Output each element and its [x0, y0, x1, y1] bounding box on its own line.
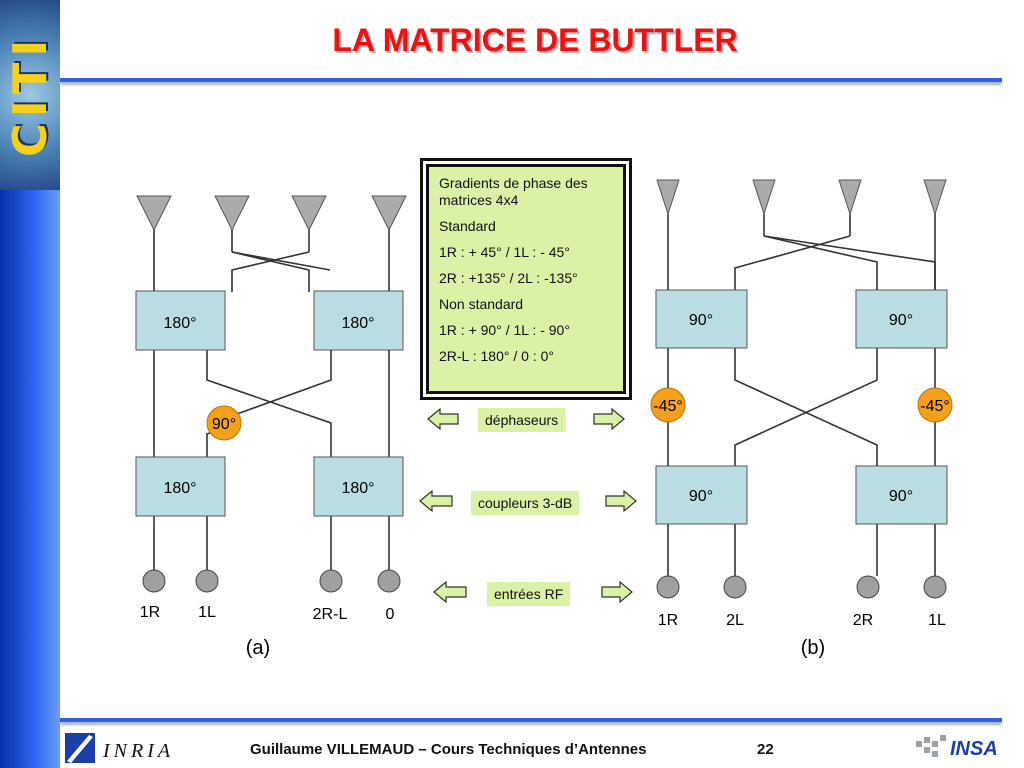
antenna-a-2	[214, 195, 250, 232]
antenna-a-1	[136, 195, 172, 232]
phase-shifter-b-2	[917, 387, 953, 423]
info-line: 2R : +135° / 2L : -135°	[439, 270, 578, 286]
top-rule	[60, 78, 1002, 82]
coupler-b-2	[855, 289, 948, 349]
phase-shifter-a	[206, 405, 242, 441]
coupler-a-1-label: 180°	[163, 315, 196, 332]
arrow-left-coupleurs	[419, 489, 453, 513]
insa-logo-text: INSA	[950, 738, 998, 760]
info-line: 2R-L : 180° / 0 : 0°	[439, 348, 554, 364]
phase-shifter-b-2-label: -45°	[920, 398, 950, 415]
info-line: 1R : + 90° / 1L : - 90°	[439, 322, 570, 338]
legend-entrees: entrées RF	[487, 582, 571, 606]
coupler-a-2-label: 180°	[341, 315, 374, 332]
port-a-4	[377, 569, 401, 593]
arrow-left-dephaseurs	[427, 407, 459, 431]
caption-a: (a)	[246, 637, 270, 659]
legend-dephaseurs: déphaseurs	[478, 408, 566, 432]
arrow-right-dephaseurs	[593, 407, 625, 431]
diagram-a-wires	[153, 228, 390, 570]
port-a-3	[319, 569, 343, 593]
port-a-4-label: 0	[386, 606, 395, 623]
page-number: 22	[757, 741, 774, 758]
port-a-3-label: 2R-L	[313, 606, 348, 623]
citi-logo: CITI	[0, 0, 60, 190]
port-a-2	[195, 569, 219, 593]
antenna-b-4	[923, 179, 947, 216]
port-b-3-label: 2R	[853, 612, 873, 629]
arrow-left-entrees	[433, 580, 467, 604]
coupler-a-2	[313, 290, 404, 351]
diagram-b-wires	[667, 213, 936, 576]
coupler-a-3-label: 180°	[163, 480, 196, 497]
coupler-b-3	[655, 465, 748, 525]
antenna-a-3	[291, 195, 327, 232]
inria-logo: INRIA	[65, 733, 174, 763]
port-b-1-label: 1R	[658, 612, 678, 629]
footer-author: Guillaume VILLEMAUD – Cours Techniques d…	[250, 741, 647, 758]
port-b-2-label: 2L	[726, 612, 744, 629]
inria-logo-text: INRIA	[102, 740, 174, 762]
antenna-b-1	[656, 179, 680, 216]
phase-gradient-box: Gradients de phase des matrices 4x4 Stan…	[420, 158, 632, 400]
info-line: Gradients de phase des matrices 4x4	[439, 175, 588, 208]
port-b-4-label: 1L	[928, 612, 946, 629]
coupler-a-1	[135, 290, 226, 351]
port-b-1	[656, 575, 680, 599]
coupler-a-4	[313, 456, 404, 517]
legend-coupleurs: coupleurs 3-dB	[471, 491, 580, 515]
port-b-2	[723, 575, 747, 599]
arrow-right-entrees	[601, 580, 633, 604]
insa-logo: INSA	[916, 735, 998, 760]
port-b-4	[923, 575, 947, 599]
info-line: Non standard	[439, 296, 524, 312]
phase-shifter-b-1-label: -45°	[653, 398, 683, 415]
port-a-1	[142, 569, 166, 593]
info-line: Standard	[439, 218, 496, 234]
arrow-right-coupleurs	[605, 489, 637, 513]
coupler-b-1-label: 90°	[689, 312, 713, 329]
info-line: 1R : + 45° / 1L : - 45°	[439, 244, 570, 260]
antenna-b-3	[838, 179, 862, 216]
phase-shifter-b-1	[650, 387, 686, 423]
antenna-b-2	[752, 179, 776, 216]
port-b-3	[856, 575, 880, 599]
caption-b: (b)	[801, 637, 825, 659]
phase-shifter-a-label: 90°	[212, 416, 236, 433]
slide-title: LA MATRICE DE BUTTLER	[332, 22, 738, 58]
coupler-a-4-label: 180°	[341, 480, 374, 497]
coupler-b-3-label: 90°	[689, 488, 713, 505]
coupler-b-4	[855, 465, 948, 525]
coupler-a-3	[135, 456, 226, 517]
bottom-rule	[60, 718, 1002, 722]
port-a-1-label: 1R	[140, 604, 160, 621]
coupler-b-2-label: 90°	[889, 312, 913, 329]
port-a-2-label: 1L	[198, 604, 216, 621]
antenna-a-4	[371, 195, 407, 232]
coupler-b-4-label: 90°	[889, 488, 913, 505]
coupler-b-1	[655, 289, 748, 349]
